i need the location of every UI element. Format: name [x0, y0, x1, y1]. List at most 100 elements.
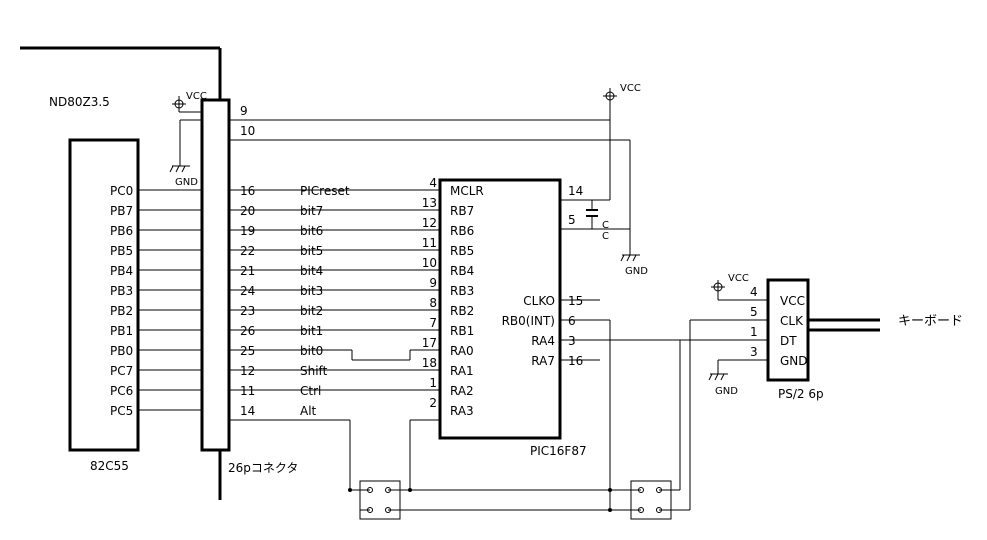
- connector-pin-number: 16: [240, 184, 255, 198]
- ppi-port-label: PC6: [110, 384, 133, 398]
- mcu-pin-name: RB5: [450, 244, 474, 258]
- mcu-pin-name: RB2: [450, 304, 474, 318]
- mcu-pin-number: 2: [429, 396, 437, 410]
- vcc-label: VCC: [186, 91, 207, 102]
- ppi-port-label: PB2: [110, 304, 133, 318]
- conn-pin-9: 9: [240, 104, 248, 118]
- ppi-port-label: PC7: [110, 364, 133, 378]
- mcu-pin-number: 4: [429, 176, 437, 190]
- mcu-right-pin-number: 6: [568, 314, 576, 328]
- connector-26p: [200, 98, 231, 452]
- signal-name: bit0: [300, 344, 323, 358]
- mcu-right-pin-number: 15: [568, 294, 583, 308]
- ps2-connector: [766, 278, 810, 382]
- mcu-right-pin-name: CLKO: [523, 294, 555, 308]
- mcu-pin-number: 11: [422, 236, 437, 250]
- ppi-port-label: PB0: [110, 344, 133, 358]
- mcu-pin-name: RB6: [450, 224, 474, 238]
- mcu-pin-name: RB3: [450, 284, 474, 298]
- vcc-label: VCC: [620, 83, 641, 94]
- mcu-label: PIC16F87: [530, 444, 587, 458]
- conn-pin-10: 10: [240, 124, 255, 138]
- mcu-pin-name: RB1: [450, 324, 474, 338]
- board-label: ND80Z3.5: [49, 95, 110, 109]
- mcu-pin-number: 9: [429, 276, 437, 290]
- signal-name: Shift: [300, 364, 328, 378]
- connector-pin-number: 21: [240, 264, 255, 278]
- cap-label: C: [602, 220, 609, 231]
- connector-pin-number: 11: [240, 384, 255, 398]
- mcu-pin-name: RA2: [450, 384, 474, 398]
- mcu-pin-number: 10: [422, 256, 437, 270]
- signal-name: PICreset: [300, 184, 350, 198]
- signal-name: bit7: [300, 204, 323, 218]
- ppi-port-label: PB6: [110, 224, 133, 238]
- gnd-label: GND: [175, 177, 198, 188]
- connector-pin-number: 19: [240, 224, 255, 238]
- connector-pin-number: 20: [240, 204, 255, 218]
- keyboard-label: キーボード: [898, 314, 963, 329]
- ps2-pin-name: CLK: [780, 314, 804, 328]
- ps2-pin-number: 4: [750, 285, 758, 299]
- ppi-label: 82C55: [90, 459, 129, 473]
- gnd-label: GND: [715, 386, 738, 397]
- connector-pin-number: 14: [240, 404, 255, 418]
- mcu-chip: [438, 178, 562, 440]
- ps2-label: PS/2 6p: [778, 387, 824, 401]
- signal-name: bit2: [300, 304, 323, 318]
- gnd-label: GND: [625, 266, 648, 277]
- signal-wires: 16 PICreset 20 bit7 19 bit6 22 bit5 21 bit4 24 bit3…: [138, 184, 440, 418]
- connector-pin-number: 25: [240, 344, 255, 358]
- ppi-port-label: PB5: [110, 244, 133, 258]
- mcu-right-pin-name: RA7: [531, 354, 555, 368]
- connector-pin-number: 24: [240, 284, 255, 298]
- ps2-gnd-symbol: GND: [708, 359, 768, 397]
- signal-name: Ctrl: [300, 384, 321, 398]
- mcu-right-pin-name: RB0(INT): [502, 314, 555, 328]
- keyboard-cable: [808, 318, 880, 332]
- cap-label: C: [602, 231, 609, 242]
- connector-pin-number: 12: [240, 364, 255, 378]
- mcu-gnd-symbol: GND: [620, 254, 648, 277]
- mcu-right-pin-number: 16: [568, 354, 583, 368]
- signal-name: bit5: [300, 244, 323, 258]
- mcu-right-pin-number: 3: [568, 334, 576, 348]
- connector-vcc-symbol: VCC: [172, 91, 207, 113]
- mcu-pin-name: RA0: [450, 344, 474, 358]
- mcu-pin-name: RA1: [450, 364, 474, 378]
- ps2-pin-name: DT: [780, 334, 797, 348]
- mcu-pin-number: 13: [422, 196, 437, 210]
- signal-name: bit6: [300, 224, 323, 238]
- connector-pin-number: 22: [240, 244, 255, 258]
- signal-name: bit3: [300, 284, 323, 298]
- mcu-pin-name: RA3: [450, 404, 474, 418]
- mcu-left-pins: 4MCLR13RB712RB611RB510RB49RB38RB27RB117R…: [422, 176, 484, 418]
- connector-pin-number: 23: [240, 304, 255, 318]
- mcu-pin-name: MCLR: [450, 184, 484, 198]
- signal-name: bit1: [300, 324, 323, 338]
- connector-gnd-symbol: GND: [169, 119, 202, 188]
- mcu-pin-number: 8: [429, 296, 437, 310]
- vcc-label: VCC: [728, 273, 749, 284]
- signal-name: Alt: [300, 404, 317, 418]
- connector-pin-number: 26: [240, 324, 255, 338]
- mcu-vcc-symbol: VCC: [603, 83, 641, 120]
- ppi-port-label: PB1: [110, 324, 133, 338]
- decoupling-capacitor: C C: [586, 200, 609, 242]
- switch-block-left: [359, 480, 401, 520]
- ps2-pin-number: 5: [750, 305, 758, 319]
- mcu-pin-5: 5: [568, 213, 576, 227]
- mcu-pin-number: 7: [429, 316, 437, 330]
- mcu-right-pin-name: RA4: [531, 334, 555, 348]
- ps2-pin-number: 1: [750, 325, 758, 339]
- signal-name: bit4: [300, 264, 323, 278]
- ps2-pin-name: VCC: [780, 294, 805, 308]
- mcu-pin-name: RB4: [450, 264, 474, 278]
- ppi-chip: [68, 138, 140, 452]
- ppi-port-label: PB4: [110, 264, 133, 278]
- mcu-pin-number: 12: [422, 216, 437, 230]
